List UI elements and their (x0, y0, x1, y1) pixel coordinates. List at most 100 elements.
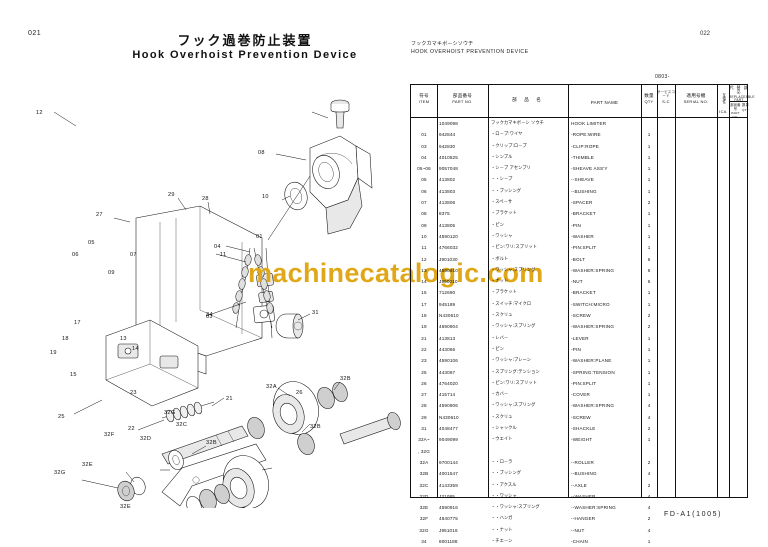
column-header-qty: 数量 QTY (644, 94, 654, 105)
cell-part-name-jp: ・ワッシャ:スプリング (491, 403, 536, 409)
cell-part-name-jp: ・ナット (491, 279, 509, 285)
cell-part-no: 4590910 (439, 267, 458, 273)
cell-item: 04 (421, 154, 427, 160)
cell-part-name: -THIMBLE (571, 154, 595, 160)
column-header-replaceable-part-no: 部品番号 PART NO. (730, 103, 741, 119)
table-row: , 32G (411, 446, 747, 457)
watermark: machinecatalogic.com (248, 258, 544, 288)
cell-qty: 6 (647, 256, 651, 262)
cell-part-name: HOOK LIMITER (571, 121, 607, 126)
column-header-part-no: 部品番号 PART NO. (452, 94, 473, 105)
cell-part-name-jp: ・クリップ:ロ－プ (491, 143, 527, 149)
cell-part-name-jp: ・スクリュ (491, 414, 513, 420)
callout-19: 19 (50, 350, 57, 356)
cell-part-name-jp: ・・ワッシャ:スプリング (491, 505, 540, 511)
cell-qty: 4 (647, 414, 651, 420)
cell-part-name: -PIN:SPLIT (571, 380, 597, 386)
callout-06: 06 (72, 252, 79, 258)
cell-part-name-jp: ・レバ－ (491, 335, 509, 341)
cell-part-no: N430610 (439, 313, 459, 319)
table-divider (641, 85, 642, 497)
cell-part-name: --BUSHING (571, 471, 597, 477)
callout-32c: 32C (176, 422, 187, 428)
cell-part-no: 4001547 (439, 471, 458, 477)
cell-qty: 1 (647, 369, 651, 375)
cell-part-name-jp: ・チエ－ン (491, 538, 513, 544)
cell-part-name: --SHEAVE (571, 177, 594, 183)
cell-part-name-jp: ・シンブル (491, 154, 513, 160)
callout-32g-3: 32G (164, 410, 175, 416)
cell-part-name-jp: ・ピン:ワリ:スプリット (491, 380, 537, 386)
cell-item: 31 (421, 426, 427, 432)
cell-qty: 4 (647, 505, 651, 511)
cell-part-no: 4048477 (439, 426, 458, 432)
cell-part-name: -CLIP:ROPE (571, 143, 600, 149)
cell-part-no: J951016 (439, 527, 458, 533)
cell-part-no: 413805 (439, 222, 456, 228)
cell-qty: 6 (647, 267, 651, 273)
callout-32b-3: 32B (310, 424, 321, 430)
cell-item: 34 (421, 538, 427, 544)
callout-11: 11 (220, 252, 226, 258)
cell-part-no: 1049098 (439, 121, 458, 126)
callout-27: 27 (96, 212, 103, 218)
callout-09: 09 (108, 270, 115, 276)
callout-34: 34 (206, 312, 213, 318)
footer-document-code: FD-A1(1005) (663, 511, 722, 518)
cell-part-no: 9057048 (439, 166, 458, 172)
cell-item: 28 (421, 403, 427, 409)
table-divider (729, 85, 730, 497)
cell-part-name-jp: ・ウエイト (491, 437, 513, 443)
cell-part-name-jp: ・ピン (491, 346, 504, 352)
cell-part-name: -CHAIN (571, 538, 589, 544)
cell-part-no: 9049099 (439, 437, 458, 443)
cell-qty: 1 (647, 290, 651, 296)
column-header-part-name-jp: 部 品 名 (512, 98, 544, 103)
cell-item: 32E (419, 505, 429, 511)
cell-qty: 4 (647, 403, 651, 409)
cell-part-no: 4590916 (439, 505, 458, 511)
cell-item: 03 (421, 143, 427, 149)
cell-item: 15 (421, 290, 427, 296)
cell-qty: 1 (647, 233, 651, 239)
cell-part-name-jp: ・スクリュ (491, 313, 513, 319)
cell-part-name: -SWITCH:MICRO (571, 301, 610, 307)
callout-21: 21 (226, 396, 233, 402)
cell-qty: 1 (647, 245, 651, 251)
cell-item: 05 (421, 177, 427, 183)
cell-part-name: -SPACER (571, 200, 593, 206)
cell-qty: 1 (647, 166, 651, 172)
cell-part-name-jp: ・スイッチ:マイクロ (491, 301, 532, 307)
cell-part-no: 413802 (439, 177, 456, 183)
callout-32b-2: 32B (206, 440, 217, 446)
cell-part-name-jp: フックカマキボ－シ ソウチ (491, 121, 544, 126)
cell-item: 14 (421, 279, 427, 285)
cell-part-name: -WASHER:SPRING (571, 267, 615, 273)
cell-part-no: 4590906 (439, 403, 458, 409)
cell-part-no: 4590106 (439, 358, 458, 364)
table-divider (437, 85, 438, 497)
cell-item: 23 (421, 358, 427, 364)
table-divider (657, 85, 658, 497)
cell-qty: 1 (647, 437, 651, 443)
callout-32d-1: 32D (140, 436, 151, 442)
callout-04: 04 (214, 244, 221, 250)
